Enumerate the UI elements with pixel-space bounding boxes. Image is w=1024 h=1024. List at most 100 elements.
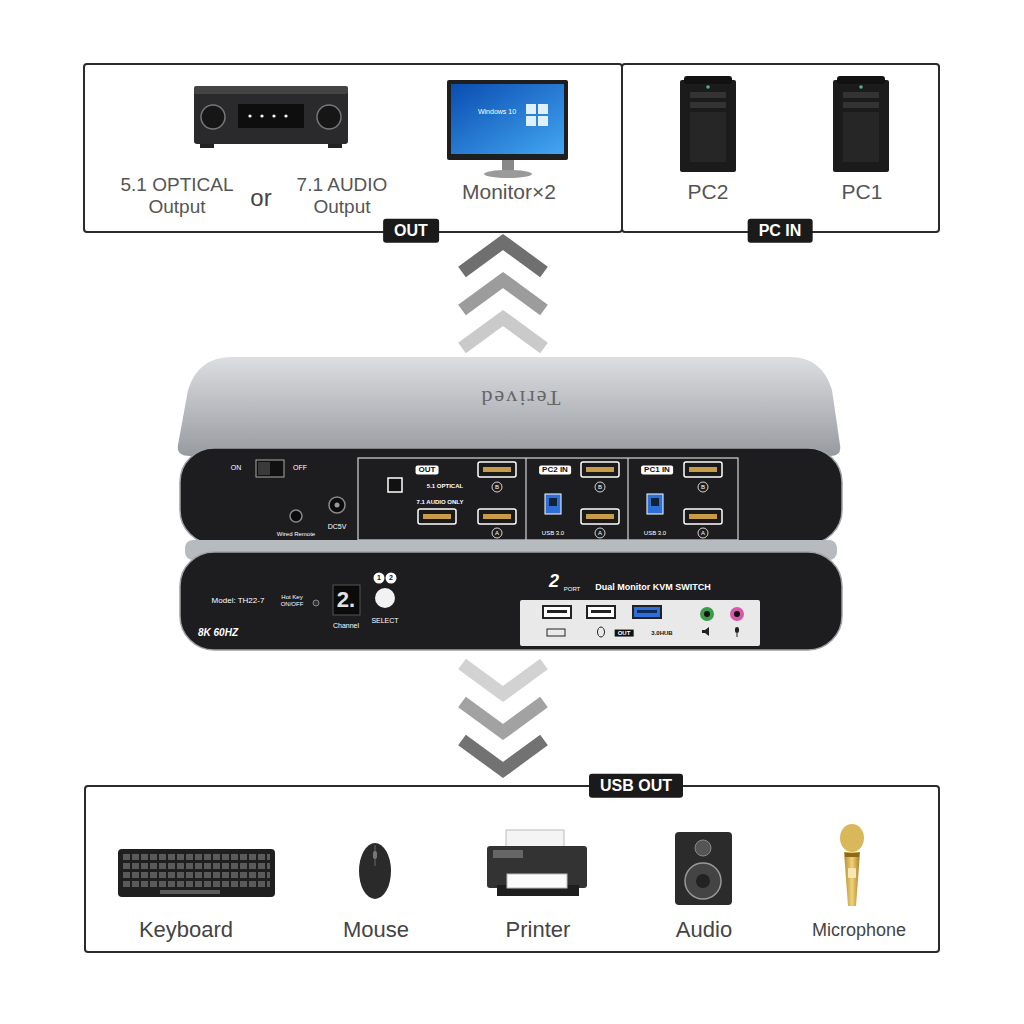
- monitor-part: [538, 104, 548, 114]
- device-label: 5.1 OPTICAL: [427, 483, 463, 490]
- kvm-switch-front-unit-part: [386, 573, 397, 584]
- kvm-switch-rear-unit-part: [258, 462, 270, 475]
- microphone-icon-part: [840, 824, 864, 852]
- up-chevrons-part: [462, 242, 544, 272]
- keyboard-icon-part-part: [123, 863, 270, 869]
- av-receiver-part: [328, 144, 342, 148]
- device-label: Hot Key ON/OFF: [275, 594, 309, 608]
- kvm-switch-front-unit-part: [704, 611, 710, 617]
- panel-box: USB OUTKeyboardMousePrinterAudioMicropho…: [84, 785, 940, 953]
- usb-b-port-part: [651, 498, 659, 506]
- keyboard-icon: [118, 849, 275, 897]
- kvm-switch-front-unit-part: [598, 627, 605, 637]
- device-label: B: [495, 484, 499, 491]
- hdmi-port-part: [689, 467, 717, 472]
- kvm-switch-front-unit-part: [734, 611, 740, 617]
- kvm-switch-front-unit-part: [520, 600, 760, 646]
- hdmi-port-part: [423, 514, 451, 519]
- pc-tower-1-part: [837, 76, 885, 84]
- device-label: Dual Monitor KVM SWITCH: [595, 582, 711, 592]
- panel-tag: USB OUT: [589, 774, 683, 798]
- keyboard-icon-part-part: [123, 881, 270, 887]
- pc-tower-2-part: [690, 102, 726, 108]
- device-caption: Microphone: [812, 920, 906, 941]
- microphone-icon-part: [844, 852, 860, 906]
- device-caption: Audio: [676, 917, 732, 942]
- device-label: OFF: [293, 464, 307, 472]
- kvm-switch-front-unit-part: [591, 610, 611, 613]
- device-label: Model: TH22-7: [212, 596, 265, 605]
- device-caption: Mouse: [343, 917, 409, 942]
- hdmi-port-part: [483, 514, 511, 519]
- monitor: [447, 80, 568, 178]
- device-label: Windows 10: [478, 108, 516, 116]
- up-chevrons-part: [462, 318, 544, 348]
- device-label: A: [495, 530, 499, 537]
- down-chevrons-part: [462, 664, 544, 694]
- device-caption: PC1: [842, 180, 883, 204]
- device-label: B: [598, 484, 602, 491]
- usb-b-port-part: [549, 498, 557, 506]
- device-label: Channel: [333, 622, 359, 630]
- device-label: PORT: [564, 586, 581, 593]
- monitor-part: [538, 116, 548, 126]
- device-caption: or: [250, 184, 271, 212]
- hdmi-port-part: [684, 462, 722, 477]
- microphone-icon-part: [845, 853, 859, 857]
- pc-tower-1: [833, 76, 889, 172]
- pc-tower-1-part: [843, 92, 879, 98]
- hdmi-port-part: [689, 514, 717, 519]
- down-chevrons: [462, 664, 544, 770]
- port-letter-ring-part: [492, 528, 502, 538]
- kvm-switch-rear-unit-part: [178, 357, 841, 456]
- port-letter-ring-part: [698, 528, 708, 538]
- kvm-switch-rear-unit-part: [388, 478, 402, 492]
- av-receiver-part: [194, 90, 348, 144]
- kvm-switch-rear-unit-part: [335, 503, 340, 508]
- pc-tower-1-part: [843, 112, 879, 162]
- kvm-switch-front-unit-part: [547, 629, 565, 636]
- device-label: OUT: [416, 465, 439, 474]
- kvm-switch-front-unit-part: [737, 633, 738, 637]
- device-label: A: [701, 530, 705, 537]
- av-receiver-part: [200, 144, 214, 148]
- kvm-switch-front-unit-part: [375, 588, 395, 608]
- av-receiver-part: [248, 114, 251, 117]
- kvm-switch-front-unit-part: [374, 573, 385, 584]
- device-label: SELECT: [371, 617, 398, 625]
- printer-icon-part: [487, 846, 587, 888]
- device-label: PC1 IN: [641, 465, 673, 474]
- device-label: 2.: [337, 587, 355, 612]
- down-chevrons-part: [462, 740, 544, 770]
- kvm-switch-front-unit-part: [702, 627, 709, 636]
- hdmi-port-part: [478, 462, 516, 477]
- device-label: A: [598, 530, 602, 537]
- keyboard-icon-part-part: [123, 854, 270, 860]
- kvm-switch-rear-unit-part: [180, 448, 842, 544]
- hdmi-port-part: [586, 467, 614, 472]
- device-label: ON: [231, 464, 242, 472]
- hdmi-port-part: [483, 467, 511, 472]
- kvm-switch-rear-unit-part: [525, 458, 526, 540]
- port-letter-ring: [492, 482, 708, 538]
- mouse-icon: [359, 843, 391, 899]
- device-label: OUT: [615, 630, 634, 637]
- port-letter-ring-part: [698, 482, 708, 492]
- hdmi-port-part: [586, 514, 614, 519]
- usb-b-port-part: [545, 494, 561, 514]
- printer-icon-part: [493, 850, 523, 858]
- speaker-icon-part: [695, 840, 711, 856]
- hdmi-port-part: [684, 509, 722, 524]
- speaker-icon-part: [675, 832, 732, 905]
- av-receiver-part: [201, 105, 225, 129]
- pc-tower-2-part: [684, 76, 732, 84]
- kvm-switch-front-unit-part: [730, 607, 744, 621]
- monitor-part: [526, 104, 536, 114]
- kvm-switch-front-unit-part: [735, 627, 739, 633]
- printer-icon: [487, 830, 587, 896]
- av-receiver: [194, 86, 348, 148]
- pc-tower-1-part: [843, 102, 879, 108]
